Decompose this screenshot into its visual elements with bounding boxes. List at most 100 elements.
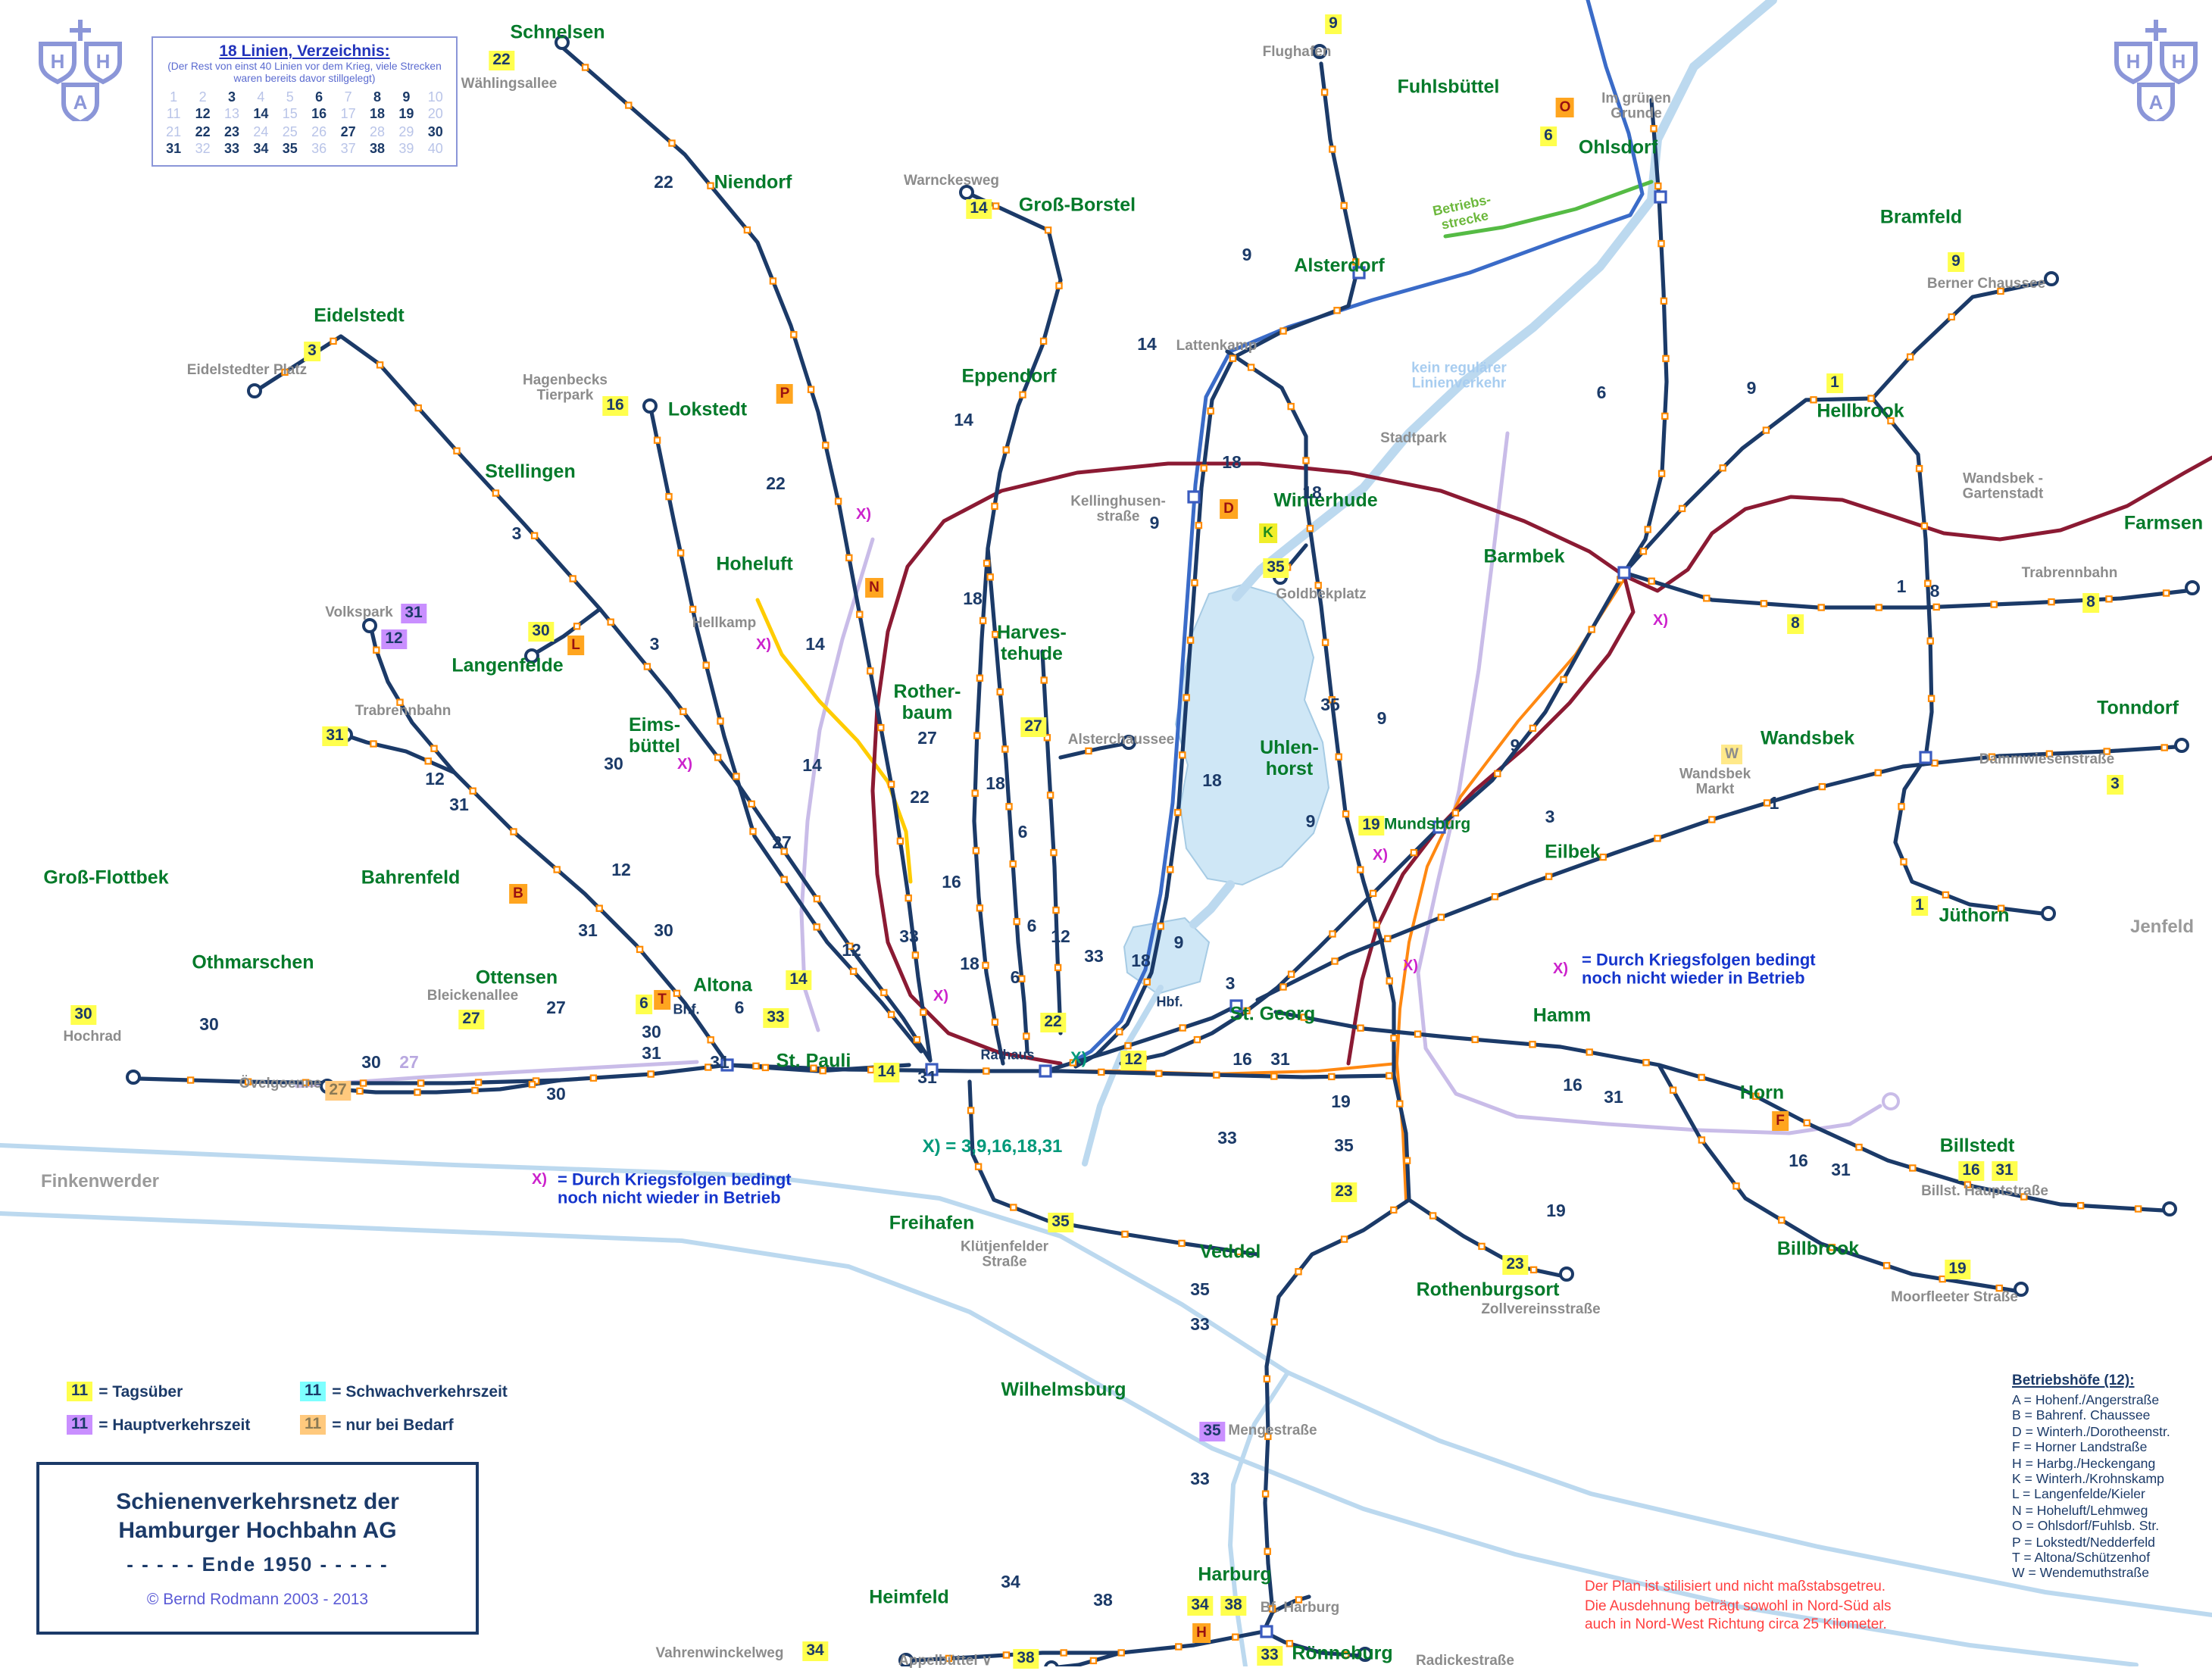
map-label: Mundsburg [1383,815,1471,834]
terminal-loop [126,1070,141,1085]
line-number-22: 22 [654,174,673,192]
station-marker [1044,226,1052,234]
logo-letter-a: A [2149,91,2164,114]
service-time-legend-item: 11= Schwachverkehrszeit [300,1382,508,1401]
station-marker [1286,1640,1294,1647]
line-badge-9: 9 [1325,14,1342,34]
terminal-loop [2044,271,2059,286]
station-marker [1357,866,1364,873]
line-number-14: 14 [954,412,973,430]
map-label: Eidelstedt [314,305,405,326]
line-badge-27: 27 [325,1081,351,1101]
station-marker [1703,595,1711,602]
line-number-9: 9 [1173,935,1184,953]
station-marker [1882,1262,1891,1270]
line-badge-27: 27 [1020,717,1046,737]
station-marker [1660,297,1668,305]
line-badge-14: 14 [966,199,992,219]
station-marker [396,698,404,706]
line-badge-6: 6 [1540,126,1557,146]
station-marker [1867,395,1875,402]
terminal-loop [2174,738,2189,753]
map-label: X) = 3,9,16,18,31 [922,1135,1063,1157]
rail-line [531,607,602,657]
station-marker [1321,639,1329,646]
line-number-3: 3 [649,636,660,654]
station-marker [810,1064,817,1072]
depot-legend-item: T = Altona/Schützenhof [2012,1550,2151,1566]
station-marker [1588,626,1595,633]
station-marker [982,961,989,970]
hha-logo: H H A [2114,20,2198,121]
station-marker [1599,853,1607,861]
line-number-30: 30 [654,923,673,941]
station-marker [1328,696,1336,704]
terminal-loop [247,383,262,398]
line-badge-9: 9 [1948,252,1964,272]
station-marker [1927,695,1936,702]
map-label: Niendorf [714,171,792,193]
station-marker [1143,978,1151,986]
legend-line-number-24: 24 [253,123,269,139]
terminal-loop [1312,44,1327,59]
line-number-12: 12 [1051,929,1070,947]
terminal-loop [1358,1647,1373,1662]
map-label: Alsterdorf [1294,255,1385,276]
map-label: Wandsbek - Gartenstadt [1962,470,2044,503]
depot-legend-item: K = Winterh./Krohnskamp [2012,1471,2164,1487]
legend-line-number-28: 28 [369,123,385,139]
station-marker [373,646,380,654]
station-marker [1942,891,1950,899]
line-number-12: 12 [425,771,445,789]
station-marker [625,102,633,109]
station-marker [920,1008,927,1017]
station-marker [1906,353,1914,361]
station-marker [1279,983,1287,991]
line-number-18: 18 [986,776,1005,794]
station-marker [1997,287,2004,295]
station-marker [2103,748,2110,755]
map-label: Trabrennbahn [355,702,451,720]
map-label: Wandsbek Markt [1679,766,1751,798]
legend-line-number-1: 1 [170,89,178,105]
line-number-34: 34 [1001,1574,1020,1592]
station-marker [904,894,912,902]
station-marker [743,226,751,234]
station-marker [880,988,888,997]
legend-line-number-6: 6 [315,89,323,105]
depot-legend-item: N = Hoheluft/Lehmweg [2012,1502,2148,1518]
station-marker [595,904,603,912]
station-marker [1001,745,1009,753]
station-marker [1235,1248,1242,1256]
station-marker [1342,1651,1350,1659]
service-time-label: = Hauptverkehrszeit [98,1416,251,1434]
line-number-9: 9 [1242,247,1252,265]
terminal-loop [524,648,539,664]
map-label: Freihafen [889,1212,975,1234]
legend-line-number-22: 22 [195,123,211,139]
map-label: Barmbek [1483,545,1565,567]
station-marker [1762,426,1770,434]
station-marker [945,1654,953,1663]
line-number-14: 14 [1137,336,1157,354]
station-marker [752,1062,760,1070]
legend-line-number-21: 21 [166,123,182,139]
map-label: Wählingsallee [461,75,558,92]
station-marker [636,945,644,954]
line-badge-38: 38 [1220,1596,1246,1616]
station-marker [1437,914,1445,921]
map-label: Schnelsen [510,21,605,43]
station-marker [647,1070,655,1078]
station-marker [1195,521,1203,529]
terminal-loop [2185,580,2200,595]
interchange-marker [720,1058,734,1072]
station-marker [1648,577,1655,585]
line-badge-N: N [865,578,883,598]
line-badge-35: 35 [1048,1213,1073,1232]
station-marker [1803,1119,1811,1127]
service-time-badge: 11 [300,1415,326,1435]
station-marker [1990,601,1998,608]
map-label: Stellingen [485,461,576,483]
map-label: Rothenburgsort [1416,1279,1560,1301]
